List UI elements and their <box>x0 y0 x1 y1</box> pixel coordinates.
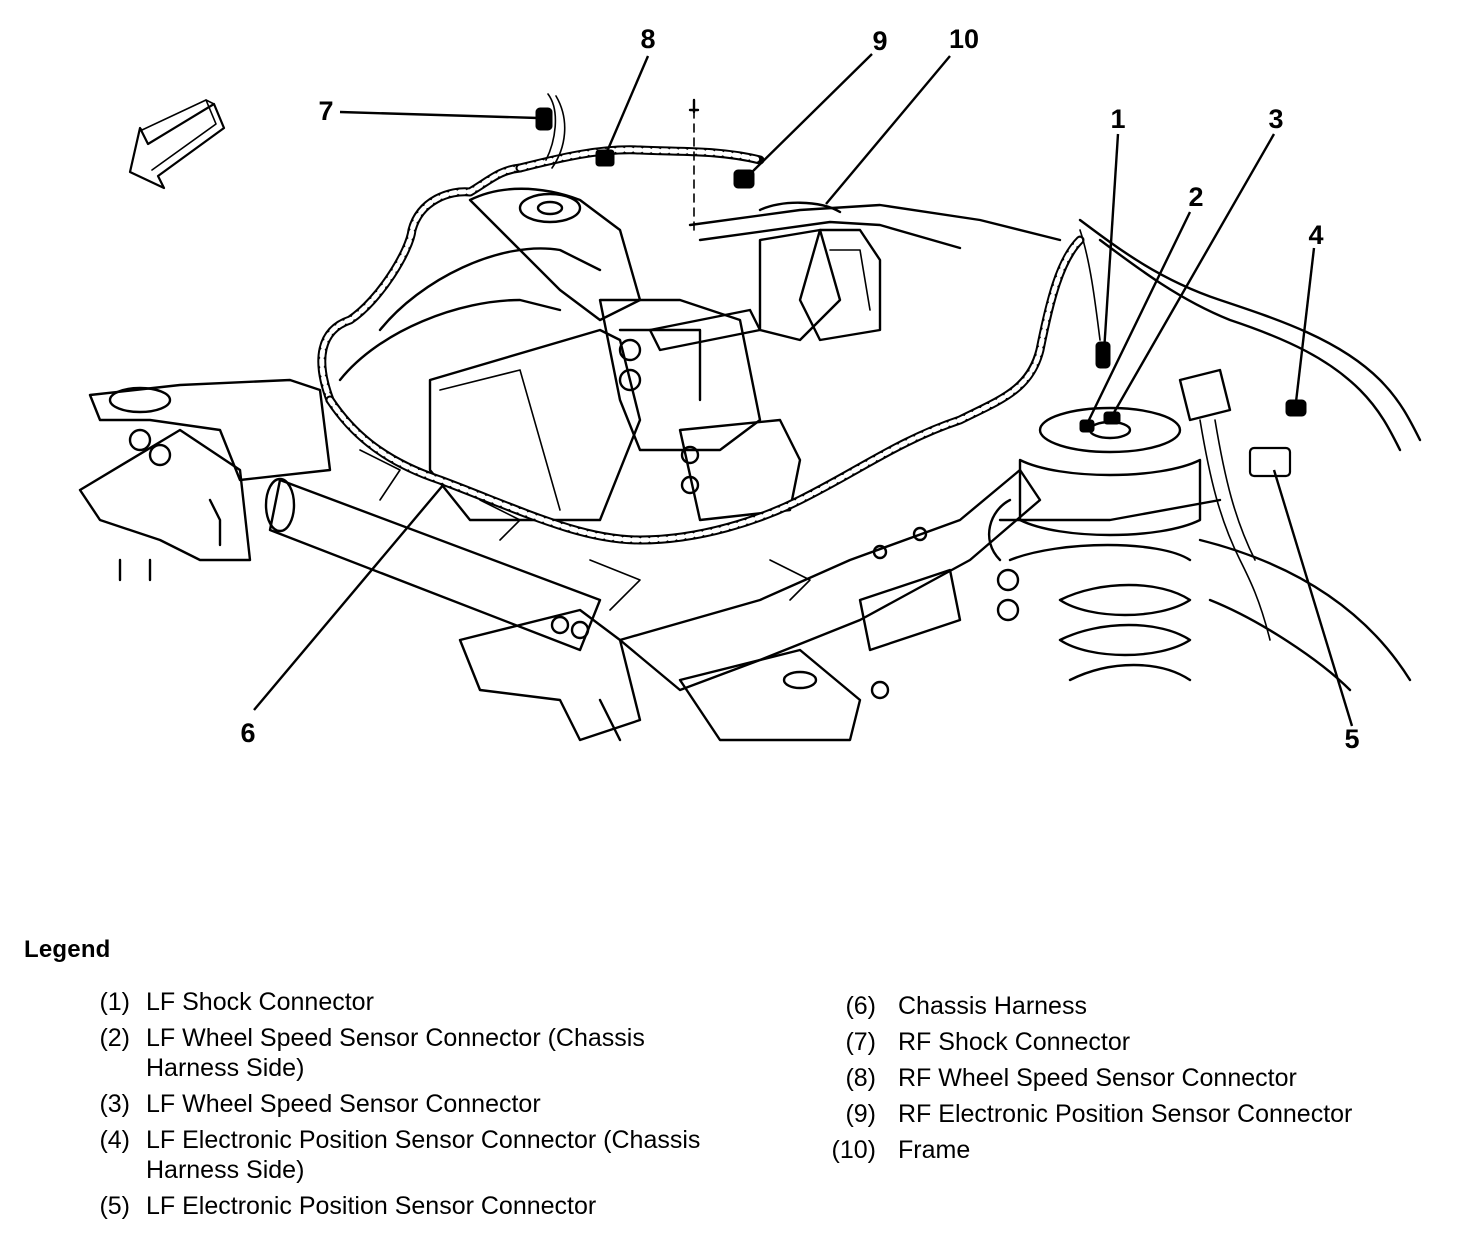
frame-front-rail <box>458 468 1042 742</box>
legend-item-number: (6) <box>845 992 876 1020</box>
lf-electronic-position-sensor-connector-harness <box>1285 399 1307 417</box>
callout-6: 6 <box>240 718 255 748</box>
legend-item-label: RF Electronic Position Sensor Connector <box>898 1100 1353 1128</box>
legend-item-8: (8) RF Wheel Speed Sensor Connector <box>822 1063 1462 1093</box>
legend-item-number: (4) <box>99 1126 130 1154</box>
legend-column-left: (1) LF Shock Connector (2) LF Wheel Spee… <box>84 987 744 1227</box>
crossmember-right-end <box>78 378 332 582</box>
callout-leaders <box>253 53 1354 727</box>
front-crossmember <box>338 187 802 522</box>
callout-8: 8 <box>640 24 655 54</box>
legend-item-10: (10) Frame <box>822 1135 1462 1165</box>
legend-item-label: LF Wheel Speed Sensor Connector (Chassis… <box>146 1024 645 1082</box>
legend-item-label: Frame <box>898 1136 971 1164</box>
chassis-harness-diagram: 1 2 3 4 5 6 7 8 9 10 <box>78 24 1422 754</box>
rf-harness-group <box>317 93 765 405</box>
lf-spring-assembly <box>987 406 1412 692</box>
legend-item-6: (6) Chassis Harness <box>822 991 1462 1021</box>
callout-7: 7 <box>318 96 333 126</box>
legend-item-label: LF Shock Connector <box>146 988 374 1016</box>
callout-1: 1 <box>1110 104 1125 134</box>
legend-item-label: LF Wheel Speed Sensor Connector <box>146 1090 541 1118</box>
legend-item-1: (1) LF Shock Connector <box>84 987 744 1017</box>
legend-item-label: Chassis Harness <box>898 992 1087 1020</box>
lf-shock-connector <box>1095 341 1111 369</box>
rf-wheel-speed-sensor-connector <box>595 149 615 167</box>
legend-item-number: (5) <box>99 1192 130 1220</box>
legend-item-number: (7) <box>845 1028 876 1056</box>
legend-item-5: (5) LF Electronic Position Sensor Connec… <box>84 1191 744 1221</box>
lf-electronic-position-sensor-connector <box>1248 446 1292 478</box>
legend-item-number: (2) <box>99 1024 130 1052</box>
callout-2: 2 <box>1188 182 1203 212</box>
legend-item-number: (3) <box>99 1090 130 1118</box>
callout-10: 10 <box>949 24 979 54</box>
legend-column-right: (6) Chassis Harness (7) RF Shock Connect… <box>822 991 1462 1171</box>
forward-direction-arrow <box>128 99 226 190</box>
chassis-harness <box>325 235 1085 611</box>
legend-item-number: (1) <box>99 988 130 1016</box>
legend-item-label: LF Electronic Position Sensor Connector … <box>146 1126 701 1184</box>
callout-3: 3 <box>1268 104 1283 134</box>
legend-item-label: RF Shock Connector <box>898 1028 1131 1056</box>
callout-9: 9 <box>872 26 887 56</box>
callout-5: 5 <box>1344 724 1359 754</box>
legend-item-7: (7) RF Shock Connector <box>822 1027 1462 1057</box>
legend-title: Legend <box>24 936 111 963</box>
legend-item-label: LF Electronic Position Sensor Connector <box>146 1192 597 1220</box>
callout-numbers: 1 2 3 4 5 6 7 8 9 10 <box>240 24 1359 754</box>
cross-tube <box>264 477 602 652</box>
legend-item-number: (10) <box>831 1136 876 1164</box>
legend-item-label: RF Wheel Speed Sensor Connector <box>898 1064 1297 1092</box>
legend-item-3: (3) LF Wheel Speed Sensor Connector <box>84 1089 744 1119</box>
callout-4: 4 <box>1308 220 1323 250</box>
rf-shock-connector <box>535 107 553 131</box>
legend-item-2: (2) LF Wheel Speed Sensor Connector (Cha… <box>84 1023 744 1083</box>
lf-harness-group <box>1078 218 1422 641</box>
legend-item-number: (9) <box>845 1100 876 1128</box>
legend-item-number: (8) <box>845 1064 876 1092</box>
frame-rear-rail <box>688 201 1062 342</box>
legend-item-9: (9) RF Electronic Position Sensor Connec… <box>822 1099 1462 1129</box>
legend-item-4: (4) LF Electronic Position Sensor Connec… <box>84 1125 744 1185</box>
